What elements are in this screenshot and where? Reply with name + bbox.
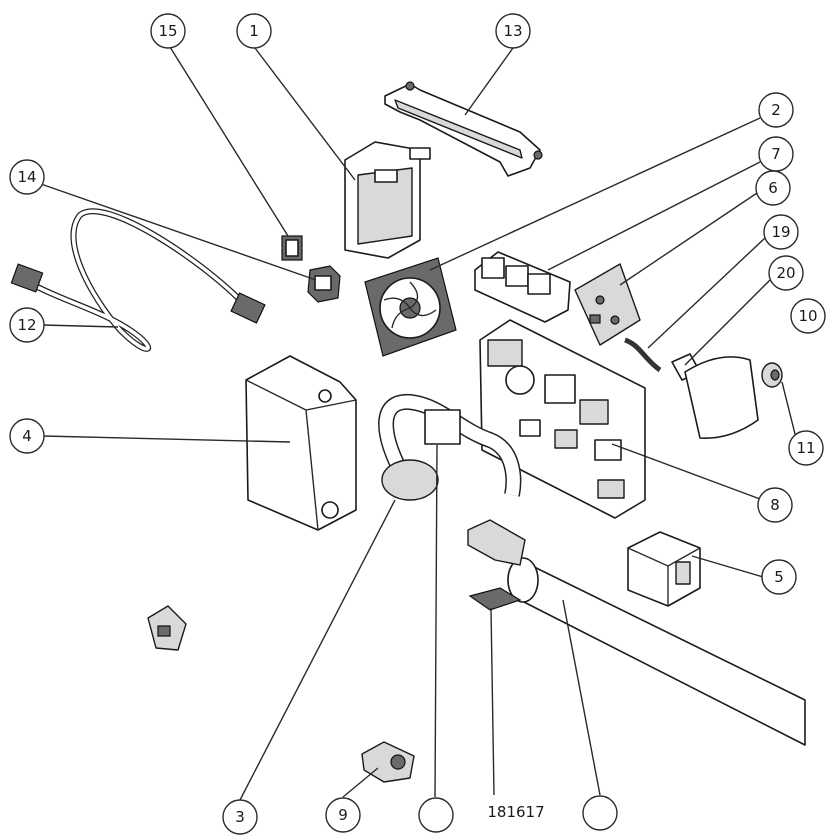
callout-15: 15 [150,13,186,49]
svg-text:11: 11 [796,439,815,457]
svg-text:14: 14 [17,168,36,186]
part-7-relay-board [474,251,571,323]
part-2-fan [364,257,457,357]
callout-9: 9 [325,797,361,833]
part-9-clip [361,741,415,783]
part-8-main-board [479,319,646,519]
svg-text:6: 6 [768,179,778,197]
part-13-bracket [384,81,543,177]
part-19-cable [624,337,662,373]
svg-text:20: 20 [776,264,795,282]
svg-text:10: 10 [798,307,817,325]
part-5-transformer [627,531,701,607]
callout-19: 19 [763,214,799,250]
callout-6: 6 [755,170,791,206]
part-heating-tube [467,519,806,746]
svg-text:4: 4 [22,427,32,445]
svg-text:19: 19 [771,223,790,241]
svg-text:13: 13 [503,22,522,40]
callout-blank-a [418,797,454,833]
svg-text:8: 8 [770,496,780,514]
callout-8: 8 [757,487,793,523]
callout-3: 3 [222,799,258,835]
svg-text:7: 7 [771,145,781,163]
callout-10: 10 [790,298,826,334]
callout-13: 13 [495,13,531,49]
part-4-housing [245,355,357,531]
leader-lines [40,46,797,801]
part-10-cover-plate [684,356,759,439]
svg-text:15: 15 [158,22,177,40]
callout-blank-b [582,795,618,831]
part-pump-assembly [378,393,522,501]
callout-14: 14 [9,159,45,195]
part-6-control-pcb [574,263,641,346]
callout-12: 12 [9,307,45,343]
callout-7: 7 [758,136,794,172]
part-12-power-cord [10,208,266,352]
part-tube-bracket [468,587,522,611]
svg-text:1: 1 [249,22,259,40]
part-1-mounting-plate [344,141,431,259]
svg-text:2: 2 [771,101,781,119]
svg-text:3: 3 [235,808,245,826]
part-11-knob [761,362,783,388]
svg-text:9: 9 [338,806,348,824]
part-14-switch [307,265,341,303]
svg-text:12: 12 [17,316,36,334]
callout-1: 1 [236,13,272,49]
callout-11: 11 [788,430,824,466]
bottom-center-label: 181617 [487,803,544,821]
part-clip-left [147,605,187,651]
callout-20: 20 [768,255,804,291]
part-15-tab [281,235,303,261]
callout-4: 4 [9,418,45,454]
callout-2: 2 [758,92,794,128]
svg-text:5: 5 [774,568,784,586]
callout-5: 5 [761,559,797,595]
